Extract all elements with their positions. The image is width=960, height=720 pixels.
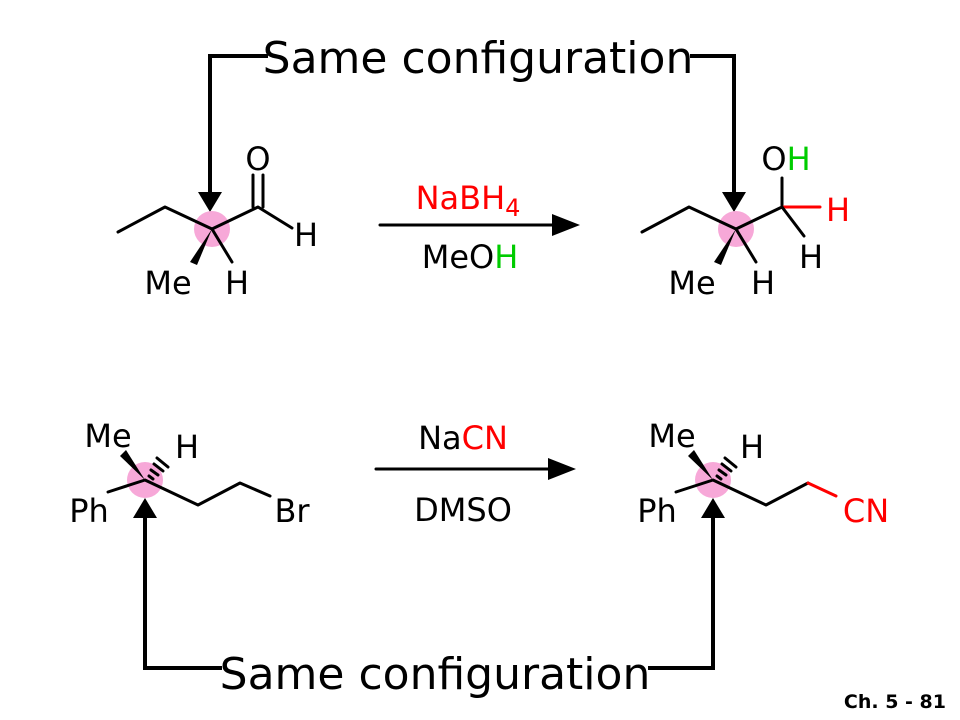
wedge-bond <box>120 450 145 480</box>
wedge-bond <box>714 229 736 265</box>
solvent-dmso: DMSO <box>414 491 512 529</box>
added-hydrogen: H <box>826 191 850 229</box>
hydrogen-label: H <box>225 264 249 302</box>
hash-bond <box>147 456 170 481</box>
wedge-bond <box>190 229 212 265</box>
reaction2-arrow <box>374 458 576 480</box>
methyl-label: Me <box>144 264 191 302</box>
bottom-caption: Same configuration <box>220 649 651 700</box>
top-left-connector <box>198 54 268 212</box>
top-caption: Same configuration <box>263 33 694 84</box>
oxygen-atom: O <box>245 140 270 178</box>
reactant-alkyl-bromide: Me H Ph Br <box>69 417 310 530</box>
bottom-right-connector <box>648 498 725 670</box>
reagent-nacn: NaCN <box>418 419 508 457</box>
phenyl-label: Ph <box>69 492 109 530</box>
nitrile-label: CN <box>843 492 889 530</box>
ch2-hydrogen: H <box>799 238 823 276</box>
hydroxyl-group: OH <box>761 140 810 178</box>
wedge-bond <box>688 450 713 480</box>
methyl-label: Me <box>648 417 695 455</box>
aldehyde-hydrogen: H <box>294 216 318 254</box>
product-nitrile: Me H Ph CN <box>637 417 889 530</box>
phenyl-label: Ph <box>637 492 677 530</box>
reagent-nabh4: NaBH4 <box>416 179 521 222</box>
hydrogen-label: H <box>175 428 199 466</box>
solvent-meoh: MeOH <box>422 238 519 276</box>
hydrogen-label: H <box>751 264 775 302</box>
methyl-label: Me <box>84 417 131 455</box>
bromine-label: Br <box>274 492 310 530</box>
reactant-aldehyde: O H Me H <box>116 140 318 302</box>
product-alcohol: OH H H Me H <box>640 140 850 302</box>
hash-bond <box>715 456 738 481</box>
bottom-left-connector <box>133 498 222 670</box>
slide-number: Ch. 5 - 81 <box>844 691 946 713</box>
top-right-connector <box>690 54 746 212</box>
hydrogen-label: H <box>740 428 764 466</box>
reaction1-arrow <box>378 214 580 236</box>
methyl-label: Me <box>668 264 715 302</box>
